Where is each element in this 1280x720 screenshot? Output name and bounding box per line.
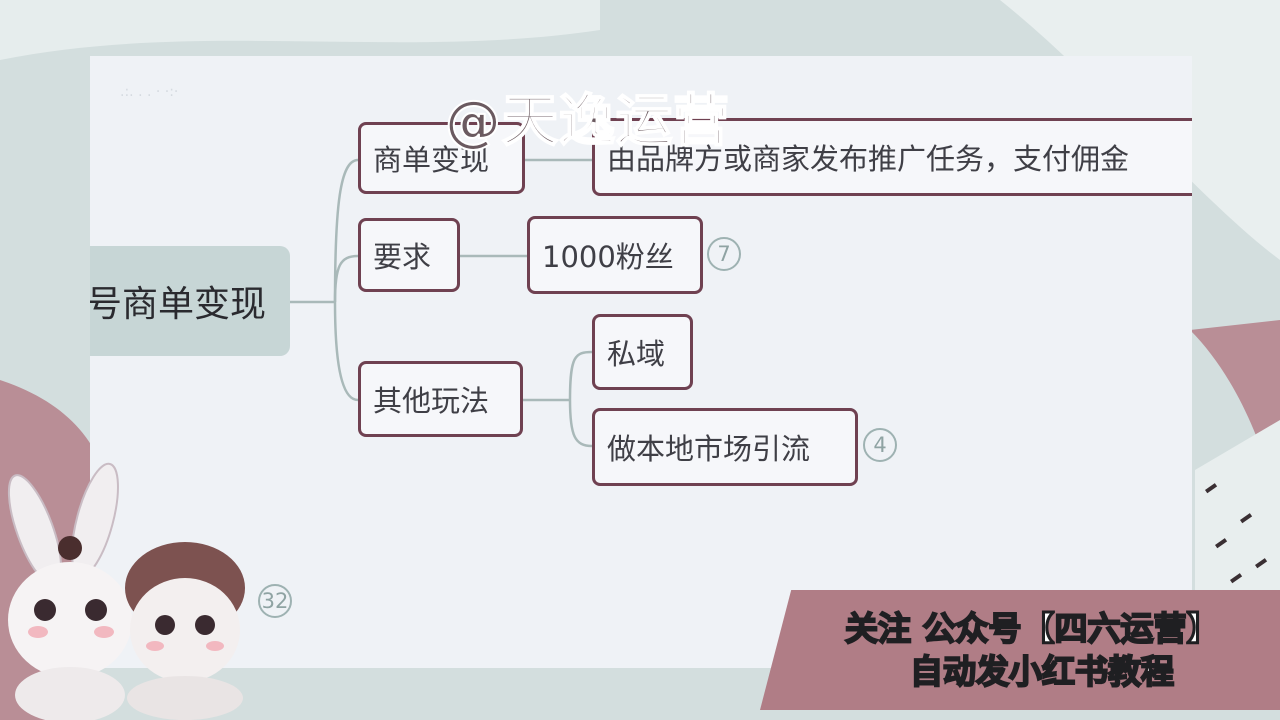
branch-yaoqiu-label: 要求 [373, 240, 432, 274]
banner-line-1: 关注 公众号【四六运营】 [844, 608, 1220, 649]
root-label: 号商单变现 [90, 284, 266, 325]
branch-yaoqiu[interactable]: 要求 [358, 218, 460, 292]
qita-child-local-label: 做本地市场引流 [607, 432, 811, 466]
banner-line-2: 自动发小红书教程 [909, 651, 1175, 692]
mindmap-board: .:. . . · ·:· 号商单变现 商单变现 由品牌方或商家发布推广任务，支… [90, 56, 1192, 668]
bunny-mascots-illustration [7, 462, 245, 720]
branch-shangdan-label: 商单变现 [373, 143, 490, 177]
watermark-text: @天逸运营 [444, 88, 730, 155]
follow-banner [760, 590, 1280, 710]
collapsed-count-badge[interactable]: 32 [258, 584, 292, 618]
branch-shangdan[interactable]: 商单变现 [358, 122, 525, 194]
qita-child-siyu[interactable]: 私域 [592, 314, 693, 390]
branch-qita[interactable]: 其他玩法 [358, 361, 523, 437]
yaoqiu-child-node[interactable]: 1000粉丝 [527, 216, 703, 294]
qita-child-local[interactable]: 做本地市场引流 [592, 408, 858, 486]
root-node[interactable]: 号商单变现 [90, 246, 290, 356]
faded-title: .:. . . · ·:· [120, 84, 179, 100]
yaoqiu-count-badge[interactable]: 7 [707, 237, 741, 271]
qita-count-badge[interactable]: 4 [863, 428, 897, 462]
yaoqiu-child-label: 1000粉丝 [542, 240, 674, 274]
connector-lines [290, 158, 593, 448]
branch-qita-label: 其他玩法 [373, 384, 490, 418]
shangdan-detail-label: 由品牌方或商家发布推广任务，支付佣金 [607, 142, 1130, 176]
qita-child-siyu-label: 私域 [607, 337, 666, 371]
shangdan-detail-node[interactable]: 由品牌方或商家发布推广任务，支付佣金 [592, 118, 1192, 196]
